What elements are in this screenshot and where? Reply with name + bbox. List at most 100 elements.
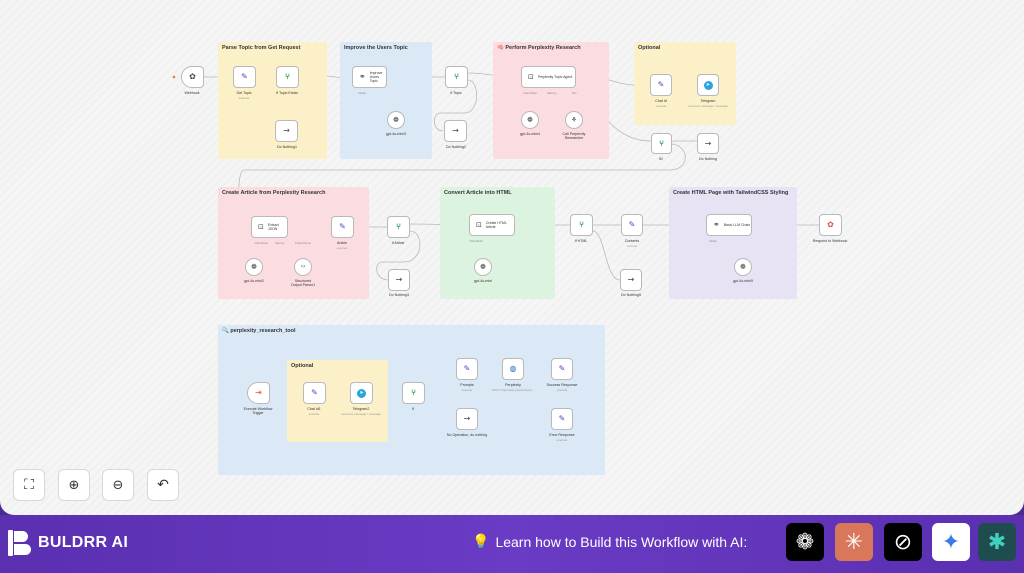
node-label: gpt-4o-mini bbox=[474, 279, 492, 283]
robot-icon: ⊡ bbox=[258, 222, 264, 231]
telegram-node[interactable]: ➤ bbox=[697, 74, 719, 96]
improve-topic-node[interactable]: ⚭Improve Users Topic bbox=[352, 66, 387, 88]
gpt-llm-node[interactable]: ❁ bbox=[734, 258, 752, 276]
port-label-model: Model bbox=[709, 240, 717, 243]
pencil-icon: ✎ bbox=[558, 414, 566, 423]
create-html-node[interactable]: ⊡Create HTML Article bbox=[469, 214, 515, 236]
gpt-article-node[interactable]: ❁ bbox=[245, 258, 263, 276]
gpt-html-node[interactable]: ❁ bbox=[474, 258, 492, 276]
arrow-right-icon: → bbox=[452, 126, 459, 135]
openai-icon: ❁ bbox=[527, 115, 533, 124]
do-nothing-2-node[interactable]: → bbox=[444, 120, 467, 142]
do-nothing-node[interactable]: → bbox=[697, 133, 719, 154]
gpt-agent-node[interactable]: ❁ bbox=[521, 111, 539, 129]
if-node[interactable]: ⑂ bbox=[402, 382, 425, 404]
webhook-logo-icon: ✿ bbox=[189, 72, 196, 81]
call-perplexity-node[interactable]: ⚘ bbox=[565, 111, 583, 129]
node-label: Call Perplexity Researcher bbox=[562, 132, 586, 140]
if-article-node[interactable]: ⑂ bbox=[387, 216, 410, 238]
perplexity-icon: ✱ bbox=[987, 529, 1007, 555]
perplexity-http-node[interactable]: ◍ bbox=[502, 358, 524, 380]
zoom-out-button[interactable]: ⊖ bbox=[102, 469, 134, 501]
telegram-2-node[interactable]: ➤ bbox=[350, 382, 373, 404]
node-label: Do Nothing2 bbox=[446, 145, 466, 149]
perplexity-button[interactable]: ✱ bbox=[978, 523, 1016, 561]
group-create-article: Create Article from Perplexity Research bbox=[218, 187, 369, 299]
undo-button[interactable]: ↶ bbox=[147, 469, 179, 501]
webhook-node[interactable]: ✿ bbox=[181, 66, 204, 88]
fit-view-button[interactable]: ⛶ bbox=[13, 469, 45, 501]
chatgpt-icon: ❁ bbox=[795, 529, 815, 555]
perplexity-agent-node[interactable]: ⊡Perplexity Topic Agent bbox=[521, 66, 576, 88]
group-title: 🧠 Perform Perplexity Research bbox=[497, 45, 581, 51]
node-label: Success Response bbox=[546, 383, 578, 387]
group-improve-topic: Improve the Users Topic bbox=[340, 42, 432, 159]
split-icon: ⑂ bbox=[411, 388, 416, 397]
pencil-icon: ✎ bbox=[241, 72, 248, 81]
gemini-button[interactable]: ✦ bbox=[932, 523, 970, 561]
cta-text: Learn how to Build this Workflow with AI… bbox=[495, 534, 748, 550]
success-response-node[interactable]: ✎ bbox=[551, 358, 573, 380]
do-nothing-5-node[interactable]: → bbox=[620, 269, 642, 291]
respond-webhook-node[interactable]: ✿ bbox=[819, 214, 842, 236]
prompts-node[interactable]: ✎ bbox=[456, 358, 478, 380]
brand-name: BULDRR AI bbox=[38, 534, 129, 551]
telegram-icon: ➤ bbox=[357, 388, 366, 398]
structured-parser-node[interactable]: ‹› bbox=[294, 258, 312, 276]
node-label: Do Nothing1 bbox=[277, 145, 297, 149]
gemini-icon: ✦ bbox=[941, 529, 961, 555]
cta: 💡 Learn how to Build this Workflow with … bbox=[472, 534, 747, 550]
split-icon: ⑂ bbox=[579, 220, 584, 229]
basic-llm-chain-node[interactable]: ⚭Basic LLM Chain bbox=[706, 214, 752, 236]
do-nothing-3-node[interactable]: → bbox=[388, 269, 410, 291]
pencil-icon: ✎ bbox=[339, 222, 346, 231]
port-label-chat-model: Chat Model bbox=[469, 240, 483, 243]
arrow-right-icon: → bbox=[463, 414, 471, 423]
workflow-canvas[interactable]: Parse Topic from Get Request Improve the… bbox=[0, 0, 1024, 515]
no-operation-node[interactable]: → bbox=[456, 408, 478, 430]
node-label: Contents bbox=[624, 239, 640, 243]
do-nothing-1-node[interactable]: → bbox=[275, 120, 298, 142]
tool-icon: ⚘ bbox=[570, 115, 578, 124]
claude-icon: ✳ bbox=[844, 529, 864, 555]
node-subtitle: execute bbox=[336, 246, 348, 250]
node-subtitle: execute bbox=[556, 388, 568, 392]
split-icon: ⑂ bbox=[659, 138, 664, 148]
node-inner-label: Create HTML Article bbox=[485, 220, 507, 229]
node-subtitle: POST: https://api.perplexity.ai/... bbox=[491, 388, 535, 392]
error-response-node[interactable]: ✎ bbox=[551, 408, 573, 430]
if-topic-exists-node[interactable]: ⑂ bbox=[276, 66, 299, 88]
node-subtitle: send text message / message bbox=[341, 412, 381, 416]
if-html-node[interactable]: ⑂ bbox=[570, 214, 593, 236]
claude-button[interactable]: ✳ bbox=[835, 523, 873, 561]
gpt-improve-node[interactable]: ❁ bbox=[387, 111, 405, 129]
if-topic-node[interactable]: ⑂ bbox=[445, 66, 468, 88]
lightbulb-icon: 💡 bbox=[472, 534, 490, 550]
extract-json-node[interactable]: ⊡Extract JSON bbox=[251, 216, 288, 238]
chatgpt-button[interactable]: ❁ bbox=[786, 523, 824, 561]
node-label: Execute Workflow Trigger bbox=[243, 407, 273, 415]
group-title: 🔍 perplexity_research_tool bbox=[222, 328, 296, 334]
brand[interactable]: BULDRR AI bbox=[8, 530, 128, 556]
execute-trigger-node[interactable]: ⇥ bbox=[247, 382, 270, 404]
node-label: Telegram2 bbox=[352, 407, 370, 411]
node-label: Prompts bbox=[460, 383, 474, 387]
node-label: gpt-4o-mini5 bbox=[733, 279, 753, 283]
arrow-right-icon: → bbox=[704, 138, 712, 148]
node-label: gpt-4o-mini4 bbox=[520, 132, 540, 136]
contents-node[interactable]: ✎ bbox=[621, 214, 643, 236]
exit-icon: ⇥ bbox=[255, 388, 262, 397]
node-label: Perplexity bbox=[505, 383, 521, 387]
get-topic-node[interactable]: ✎ bbox=[233, 66, 256, 88]
chat-id-node[interactable]: ✎ bbox=[650, 74, 672, 96]
node-subtitle: execute bbox=[308, 412, 320, 416]
if2-node[interactable]: ⑂ bbox=[651, 133, 672, 154]
node-subtitle: execute bbox=[626, 244, 638, 248]
expand-icon: ⛶ bbox=[24, 477, 34, 493]
node-label: Webhook bbox=[184, 91, 200, 95]
grok-button[interactable]: ⊘ bbox=[884, 523, 922, 561]
zoom-in-button[interactable]: ⊕ bbox=[58, 469, 90, 501]
chat-id-1-node[interactable]: ✎ bbox=[303, 382, 326, 404]
node-label: If Article bbox=[391, 241, 405, 245]
article-node[interactable]: ✎ bbox=[331, 216, 354, 238]
